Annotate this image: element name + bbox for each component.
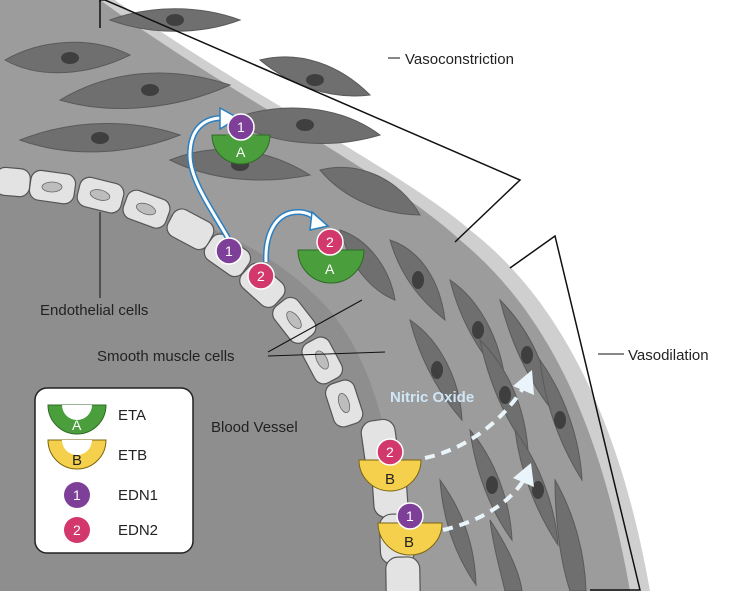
- svg-text:1: 1: [225, 243, 233, 259]
- svg-text:1: 1: [73, 487, 81, 503]
- legend-etb-label: ETB: [118, 447, 147, 464]
- nitric-oxide-label: Nitric Oxide: [390, 389, 474, 406]
- svg-text:2: 2: [257, 268, 265, 284]
- eta-receptor-upper: A: [211, 134, 271, 165]
- legend-edn1-icon: 1: [64, 482, 90, 508]
- legend-edn1-label: EDN1: [118, 487, 158, 504]
- svg-text:2: 2: [73, 522, 81, 538]
- etb-receptor-upper: B: [358, 459, 422, 492]
- vasodilation-label: Vasodilation: [628, 347, 709, 364]
- nitric-oxide-arrowhead-lower: [513, 463, 534, 487]
- endothelial-cells-label: Endothelial cells: [40, 302, 148, 319]
- svg-text:2: 2: [326, 234, 334, 250]
- vasodilation-bracket: [509, 234, 641, 591]
- svg-text:1: 1: [237, 119, 245, 135]
- nitric-oxide-arrow-lower: [442, 476, 527, 532]
- edn1-ligand-upper: 1: [227, 113, 255, 141]
- svg-text:1: 1: [406, 508, 414, 524]
- legend-edn2-label: EDN2: [118, 522, 158, 539]
- edn1-ligand-released: 1: [215, 237, 243, 265]
- svg-text:A: A: [72, 417, 82, 433]
- smooth-muscle-cells-label: Smooth muscle cells: [97, 348, 235, 365]
- svg-text:B: B: [385, 471, 395, 488]
- svg-text:B: B: [72, 452, 82, 469]
- blood-vessel-label: Blood Vessel: [211, 419, 298, 436]
- svg-text:A: A: [325, 261, 335, 277]
- legend-etb-icon: B: [47, 439, 107, 470]
- legend-eta-label: ETA: [118, 407, 146, 424]
- edn1-ligand-etb: 1: [396, 502, 424, 530]
- svg-text:A: A: [236, 144, 246, 160]
- nitric-oxide-arrowhead-upper: [513, 370, 534, 395]
- edn2-arrowhead: [309, 210, 330, 231]
- legend-eta-icon: A: [47, 404, 107, 435]
- smooth-muscle-leader-2: [267, 351, 386, 357]
- vasoconstriction-label: Vasoconstriction: [405, 51, 514, 68]
- edn2-ligand-released: 2: [247, 262, 275, 290]
- legend-edn2-icon: 2: [64, 517, 90, 543]
- endothelial-nuclei: [41, 181, 351, 414]
- etb-receptor-lower: B: [377, 522, 443, 556]
- edn2-ligand-etb: 2: [376, 438, 404, 466]
- edn2-ligand-lower: 2: [316, 228, 344, 256]
- legend: A ETA B ETB 1 EDN1 2 EDN2: [34, 387, 194, 554]
- smooth-muscle-leader-1: [267, 299, 363, 353]
- svg-text:2: 2: [386, 444, 394, 460]
- eta-receptor-lower: A: [297, 249, 365, 284]
- svg-text:B: B: [404, 534, 414, 551]
